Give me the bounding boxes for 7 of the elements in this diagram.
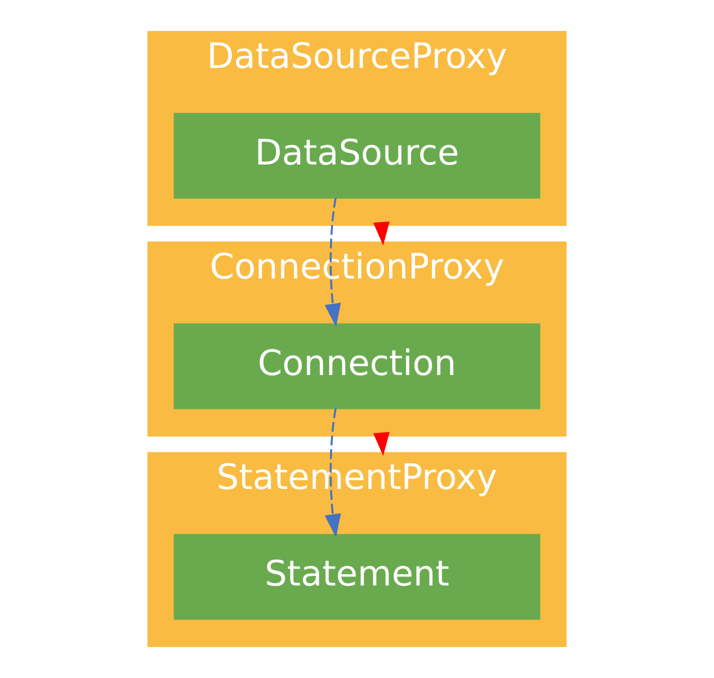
node-box: Connection bbox=[174, 323, 540, 410]
arrow bbox=[373, 221, 390, 246]
node-box: DataSource bbox=[174, 112, 540, 199]
arrow bbox=[324, 198, 341, 328]
node-box: Statement bbox=[174, 534, 540, 620]
arrow bbox=[373, 432, 390, 456]
arrow bbox=[324, 408, 341, 538]
